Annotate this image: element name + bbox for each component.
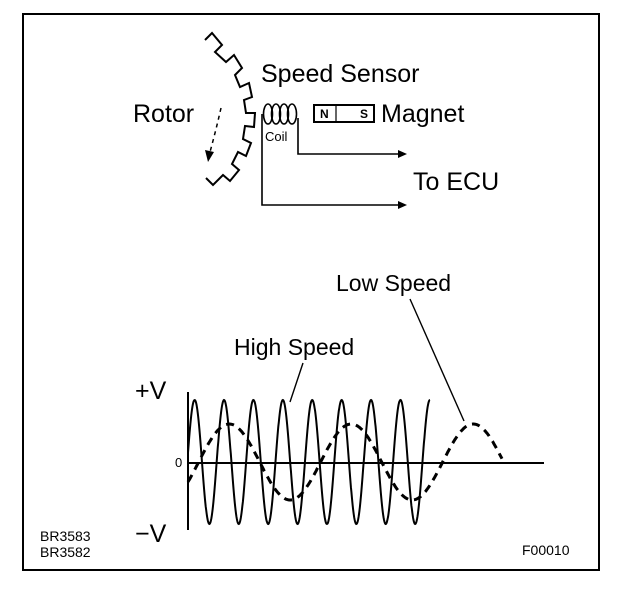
- low-speed-waveform: [186, 422, 504, 502]
- reference-code-2: BR3582: [40, 544, 91, 560]
- magnet-label: Magnet: [381, 100, 464, 128]
- high-speed-label: High Speed: [234, 334, 354, 360]
- magnet-n-label: N: [320, 107, 329, 121]
- diagram-frame: [22, 13, 600, 571]
- low-speed-leader: [409, 298, 465, 422]
- coil-label: Coil: [265, 129, 288, 144]
- coil-icon: [262, 103, 298, 125]
- low-speed-label: Low Speed: [336, 270, 451, 296]
- minus-v-label: −V: [135, 520, 167, 548]
- lead-lower-arrow: [398, 201, 407, 209]
- lead-upper-arrow: [398, 150, 407, 158]
- to-ecu-label: To ECU: [413, 168, 499, 196]
- rotation-arrow: [209, 107, 222, 153]
- high-speed-leader: [289, 362, 304, 403]
- figure-code: F00010: [522, 542, 570, 558]
- plus-v-label: +V: [135, 377, 167, 405]
- reference-code-1: BR3583: [40, 528, 91, 544]
- lead-upper: [297, 118, 398, 155]
- rotor-label: Rotor: [133, 100, 194, 128]
- rotation-arrowhead: [205, 150, 214, 162]
- speed-sensor-label: Speed Sensor: [261, 60, 419, 88]
- magnet-s-label: S: [360, 107, 368, 121]
- rotor-teeth: [204, 31, 257, 187]
- magnet-box: [313, 104, 375, 123]
- lead-lower: [261, 114, 398, 206]
- origin-label: 0: [175, 455, 182, 470]
